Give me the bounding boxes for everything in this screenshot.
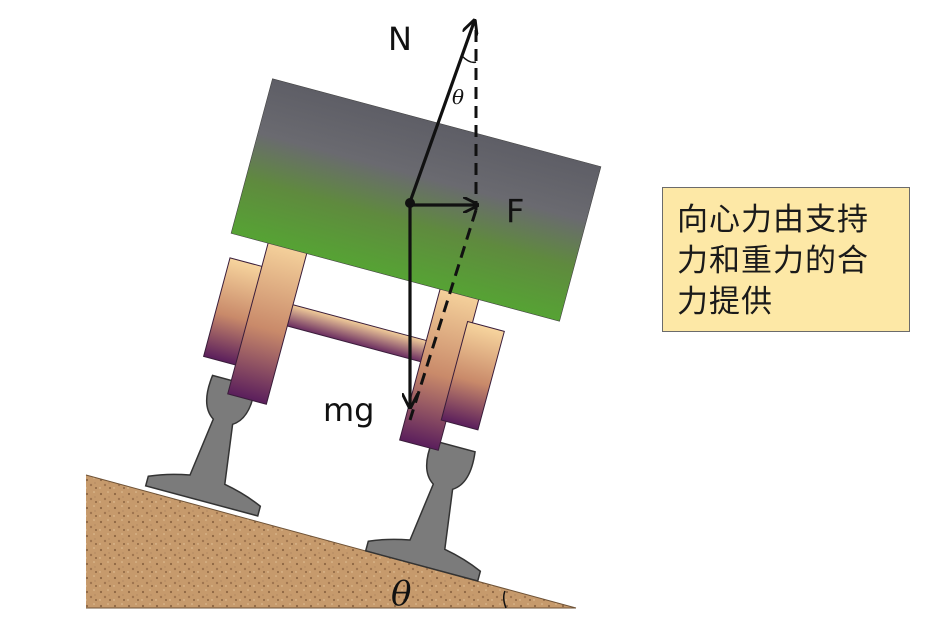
angle-arc-slope bbox=[502, 590, 507, 609]
label-angle-top: θ bbox=[452, 85, 464, 109]
angle-arc-top bbox=[461, 55, 477, 64]
force-vectors bbox=[405, 22, 477, 421]
ground bbox=[85, 474, 577, 609]
label-angle-slope: θ bbox=[391, 574, 411, 614]
normal-force-arrow bbox=[408, 22, 474, 203]
label-net-force: F bbox=[506, 192, 524, 230]
center-of-mass bbox=[405, 198, 415, 208]
wheelset bbox=[202, 236, 505, 451]
label-normal-force: N bbox=[388, 20, 412, 58]
explanation-note: 向心力由支持力和重力的合力提供 bbox=[662, 187, 910, 332]
wheel-right bbox=[399, 282, 505, 451]
label-gravity: mg bbox=[323, 391, 374, 429]
rail-right bbox=[364, 439, 482, 582]
